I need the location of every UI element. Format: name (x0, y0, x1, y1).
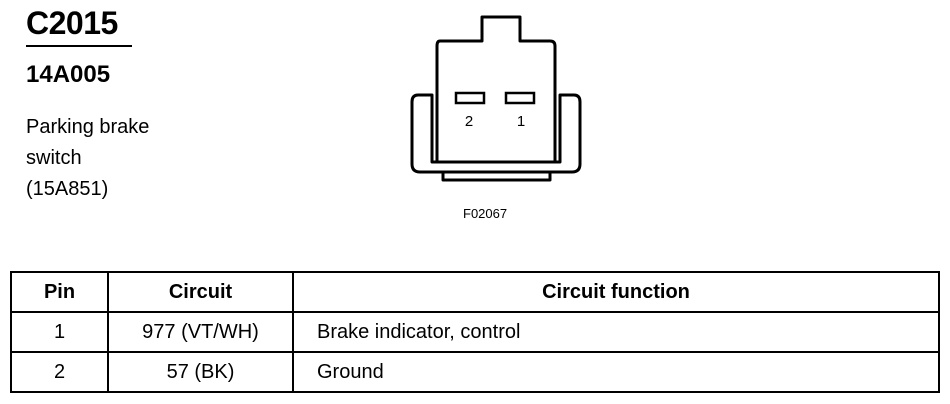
cell-circuit: 57 (BK) (107, 351, 294, 393)
pin-1-label: 1 (517, 113, 525, 130)
title-underline (26, 45, 132, 47)
pin-1-terminal (504, 91, 536, 105)
part-number: 14A005 (26, 61, 111, 88)
figure-id: F02067 (463, 206, 508, 221)
connector-id: C2015 (26, 5, 118, 41)
description-line: (15A851) (26, 178, 109, 200)
table-row: 2 57 (BK) Ground (10, 351, 940, 393)
table-row: 1 977 (VT/WH) Brake indicator, control (10, 311, 940, 353)
table-header-row: Pin Circuit Circuit function (10, 271, 940, 313)
cell-circuit: 977 (VT/WH) (107, 311, 294, 353)
component-description: Parking brake switch (15A851) (26, 112, 226, 205)
connector-outer-housing (410, 93, 582, 174)
description-line: switch (26, 147, 82, 169)
connector-face-diagram: 2 1 (410, 15, 582, 182)
header-circuit-function: Circuit function (292, 271, 940, 313)
pin-table: Pin Circuit Circuit function 1 977 (VT/W… (10, 271, 940, 393)
pin-2-terminal (454, 91, 486, 105)
connector-bottom-lip (441, 172, 552, 182)
connector-inner-housing (435, 15, 557, 164)
cell-pin: 2 (10, 351, 109, 393)
header-pin: Pin (10, 271, 109, 313)
cell-pin: 1 (10, 311, 109, 353)
description-line: Parking brake (26, 116, 150, 138)
cell-function: Brake indicator, control (292, 311, 940, 353)
header-circuit: Circuit (107, 271, 294, 313)
cell-function: Ground (292, 351, 940, 393)
pin-2-label: 2 (465, 113, 473, 130)
